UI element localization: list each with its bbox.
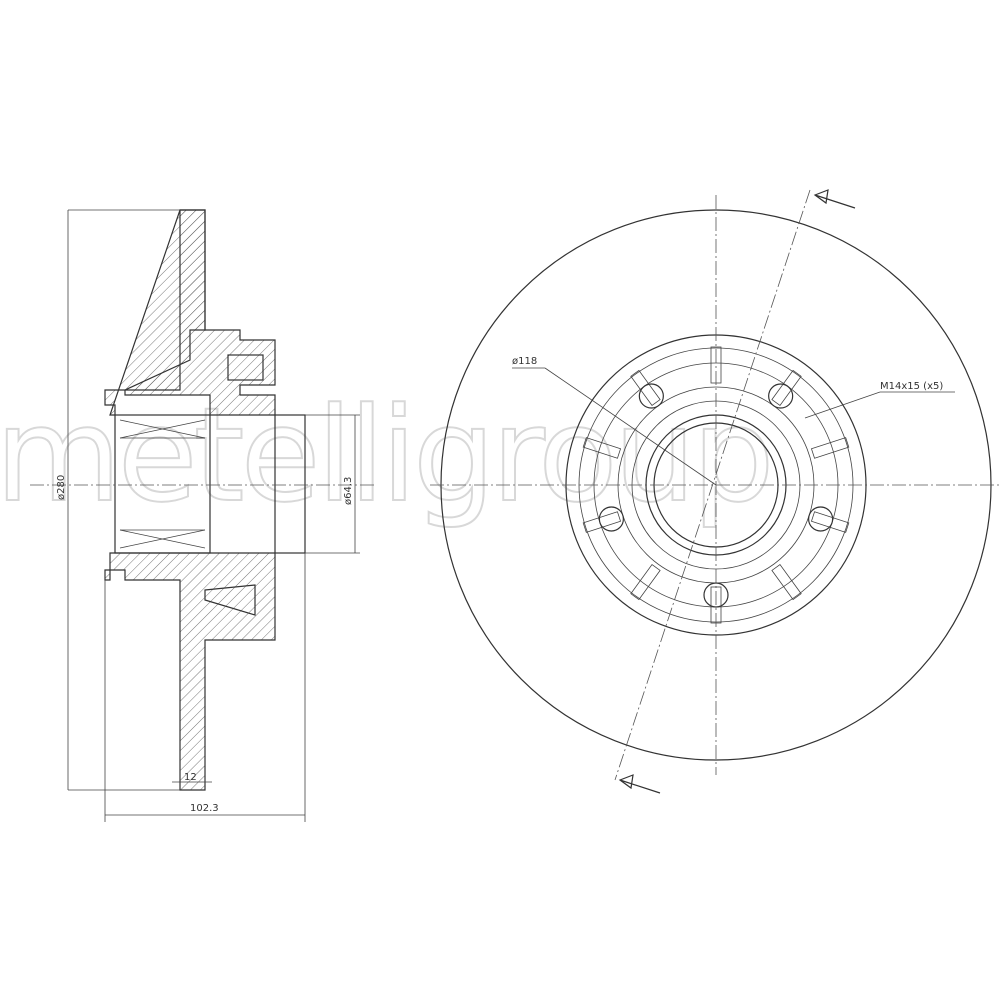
bolt-hole (638, 383, 664, 409)
cooling-slot (810, 511, 850, 533)
dim-bore-diameter: ø64.3 (343, 477, 354, 505)
cooling-slot (810, 437, 850, 459)
cooling-slot (582, 511, 622, 533)
stud-hole-lower (204, 584, 256, 616)
cooling-slot (771, 369, 802, 406)
dim-disc-thickness: 12 (184, 772, 197, 783)
cooling-slot (630, 564, 661, 601)
bolt-hole (768, 383, 794, 409)
side-section-view: ø280 ø64.3 12 102.3 (30, 209, 375, 822)
bearing (114, 414, 211, 554)
watermark-logo: metelligroup (0, 379, 770, 531)
disc-flange-upper (124, 209, 206, 391)
stub-bore (274, 414, 306, 554)
bolt-hole (598, 506, 624, 532)
dim-outer-diameter: ø280 (56, 475, 67, 500)
cooling-slot (630, 369, 661, 406)
bolt-thread-label: M14x15 (x5) (880, 381, 943, 392)
section-line (614, 189, 811, 781)
cooling-slot (582, 437, 622, 459)
dim-total-height: 102.3 (190, 803, 219, 814)
hub-lower-section (104, 552, 276, 791)
bolt-hole (808, 506, 834, 532)
cooling-slot (771, 564, 802, 601)
stud-hole-upper (227, 354, 264, 381)
front-view: ø118 M14x15 (x5) (430, 189, 1000, 794)
pitch-circle-label: ø118 (512, 356, 537, 367)
